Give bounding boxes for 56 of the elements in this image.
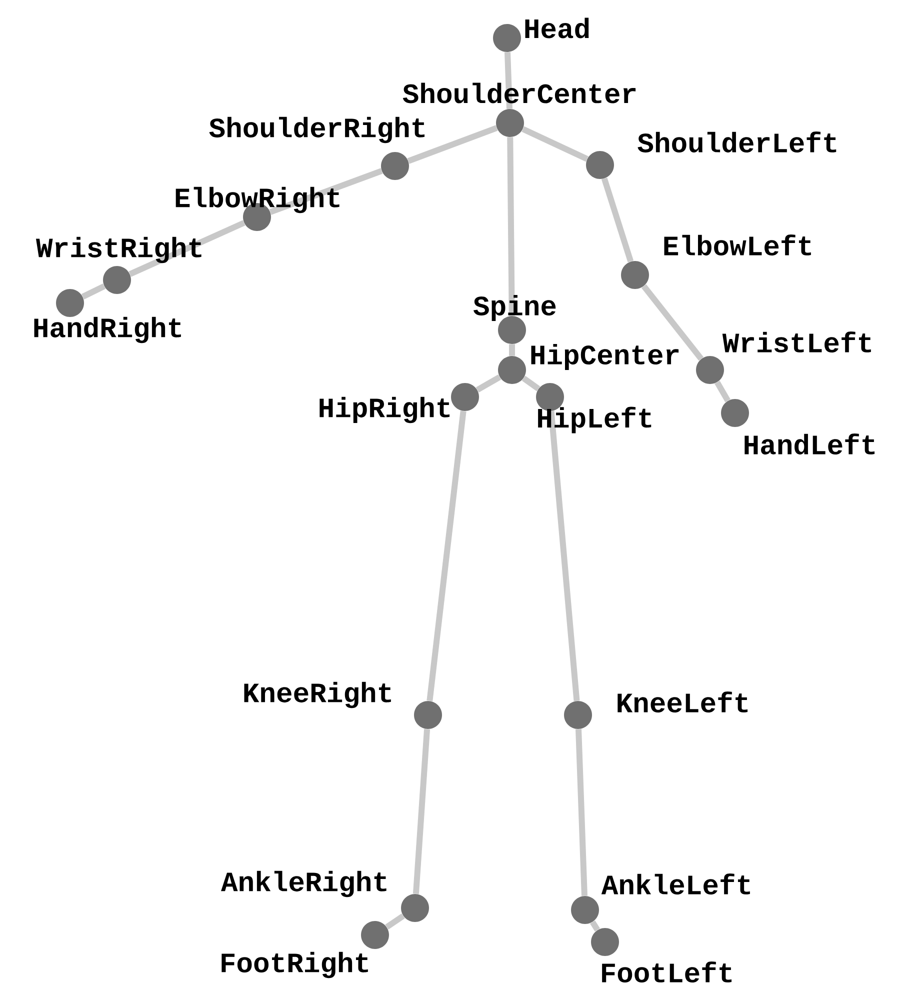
joint-circle: [621, 261, 649, 289]
bone-line: [522, 126, 588, 162]
bone-line: [476, 374, 502, 393]
joint-circle: [361, 921, 389, 949]
joint-circle: [496, 109, 524, 137]
bone-line: [426, 410, 466, 702]
joint-label: HandLeft: [744, 434, 875, 454]
joint-label: HipLeft: [538, 406, 652, 434]
bone-line: [714, 380, 730, 402]
bone-line: [412, 728, 430, 894]
joint-label: AnkleRight: [220, 870, 386, 898]
bone-line: [522, 376, 540, 392]
joint-label: FootRight: [222, 952, 368, 978]
joint-circle: [56, 289, 84, 317]
joint-circle: [103, 266, 131, 294]
bone-line: [509, 344, 515, 356]
bone-line: [576, 729, 588, 896]
bone-line: [601, 178, 634, 262]
bone-line: [385, 913, 405, 930]
joint-label: ElbowRight: [176, 186, 340, 214]
bone-line: [507, 137, 515, 316]
joint-label: Head: [525, 18, 589, 38]
joint-circle: [451, 383, 479, 411]
joint-circle: [721, 399, 749, 427]
joint-label: HipRight: [320, 396, 450, 424]
joint-label: ShoulderLeft: [638, 132, 836, 152]
joint-label: KneeLeft: [618, 692, 748, 712]
bone-line: [641, 284, 704, 361]
joint-label: WristRight: [36, 236, 202, 264]
bone-line: [81, 284, 106, 300]
bone-line: [269, 168, 383, 215]
joint-label: WristLeft: [722, 332, 871, 352]
bone-line: [504, 52, 512, 109]
joint-circle: [564, 701, 592, 729]
joint-circle: [493, 24, 521, 52]
joint-label: FootLeft: [602, 962, 732, 982]
bone-line: [407, 125, 498, 164]
joint-circle: [571, 896, 599, 924]
joint-circle: [586, 151, 614, 179]
joint-circle: [381, 152, 409, 180]
joint-label: ShoulderRight: [209, 116, 425, 144]
joint-label: Spine: [474, 294, 556, 322]
joint-label: HipCenter: [531, 344, 679, 370]
joint-label: AnkleLeft: [601, 874, 750, 894]
joint-label: KneeRight: [244, 682, 391, 708]
joint-label: ShoulderCenter: [402, 82, 636, 104]
bone-line: [590, 920, 600, 932]
joint-label: HandRight: [34, 316, 181, 344]
bone-line: [548, 410, 580, 702]
joint-circle: [498, 356, 526, 384]
joint-circle: [414, 701, 442, 729]
bone-line: [128, 220, 246, 277]
joint-circle: [696, 356, 724, 384]
joint-circle: [401, 894, 429, 922]
joint-label: ElbowLeft: [664, 234, 811, 256]
joint-circle: [591, 928, 619, 956]
